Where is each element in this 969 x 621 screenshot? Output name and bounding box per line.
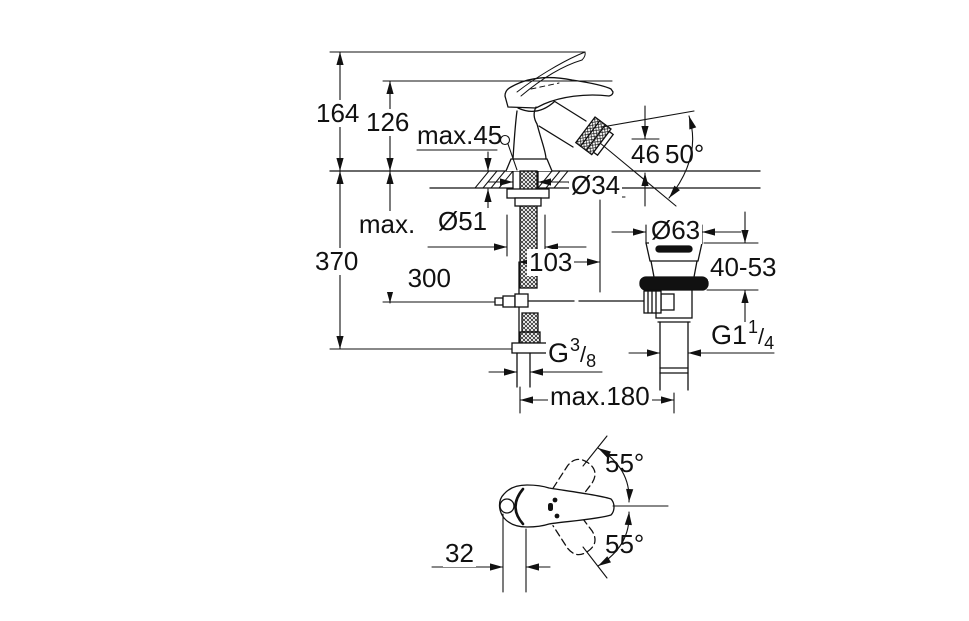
dim-waste-flange-diameter: Ø63 — [649, 215, 703, 245]
dim-spout-projection: 103 — [527, 247, 575, 277]
hose-thread-denominator: 8 — [586, 351, 597, 371]
dim-base-diameter: Ø51 — [436, 206, 490, 236]
dim-hose-reach-line1: max. — [358, 209, 416, 239]
hose-thread-slash: / — [580, 342, 587, 367]
dim-handle-offset: 32 — [443, 538, 476, 568]
top-view-handle-swivel — [498, 458, 615, 556]
dim-swivel-angle-lower: 55° — [605, 529, 645, 559]
dim-hole-diameter: Ø34 — [569, 170, 623, 200]
hose-thread-numerator: 3 — [570, 335, 581, 355]
dim-spout-height: 46 — [631, 139, 660, 169]
dim-spout-angle: 50° — [665, 139, 705, 169]
waste-thread-denominator: 4 — [764, 333, 775, 353]
dim-clamping-range: 40-53 — [708, 252, 779, 282]
dim-body-height: 126 — [364, 107, 412, 137]
waste-thread-slash: / — [758, 324, 765, 349]
deck-hatching — [474, 170, 569, 189]
dim-total-height: 164 — [314, 98, 362, 128]
dim-hose-reach: max. 300 — [355, 209, 451, 293]
dim-total-depth: 370 — [313, 246, 361, 276]
waste-thread-numerator: 1 — [748, 317, 759, 337]
dim-swivel-angle-upper: 55° — [605, 448, 645, 478]
dim-deck-thickness: max.45 — [417, 120, 503, 150]
rod-knurled-nut — [643, 290, 662, 314]
waste-valve — [639, 242, 709, 391]
hose-thread-prefix: G — [548, 338, 570, 368]
dim-hose-reach-line2: 300 — [407, 263, 451, 294]
dim-rod-span: max.180 — [548, 381, 652, 411]
main-view-faucet — [329, 51, 761, 388]
waste-thread-prefix: G1 — [711, 320, 748, 350]
